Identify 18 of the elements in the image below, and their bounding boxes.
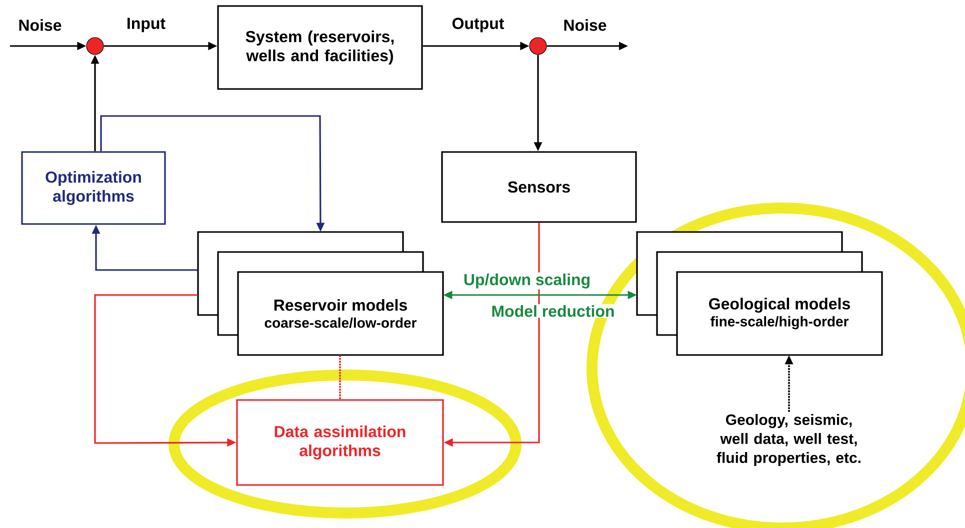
edge-label: Input [128, 18, 166, 32]
geological-models-stack: Geological models fine-scale/high-order [636, 231, 883, 356]
node-label: fine-scale/high-order [710, 316, 849, 330]
arrow-caption: Model reduction [490, 304, 616, 318]
edge-label: Up/down scaling [462, 272, 592, 290]
source-text: Geology, seismic, well data, well test, fluid properties, etc. [716, 414, 860, 466]
edge-label: Noise [564, 19, 606, 31]
optimization-box: Optimization algorithms [21, 151, 166, 225]
edge-label: Noise [19, 19, 62, 31]
data-assimilation-box: Data assimilation algorithms [236, 399, 444, 486]
node-label: coarse-scale/low-order [264, 318, 417, 328]
summing-junction [529, 37, 547, 55]
sensors-box: Sensors [441, 151, 637, 223]
system-box: System (reservoirs, wells and facilities) [217, 5, 423, 90]
summing-junction [86, 37, 104, 55]
connector-line [339, 355, 341, 400]
reservoir-models-stack: Reservoir models coarse-scale/low-order [197, 231, 444, 356]
edge-label: Output [452, 18, 504, 32]
